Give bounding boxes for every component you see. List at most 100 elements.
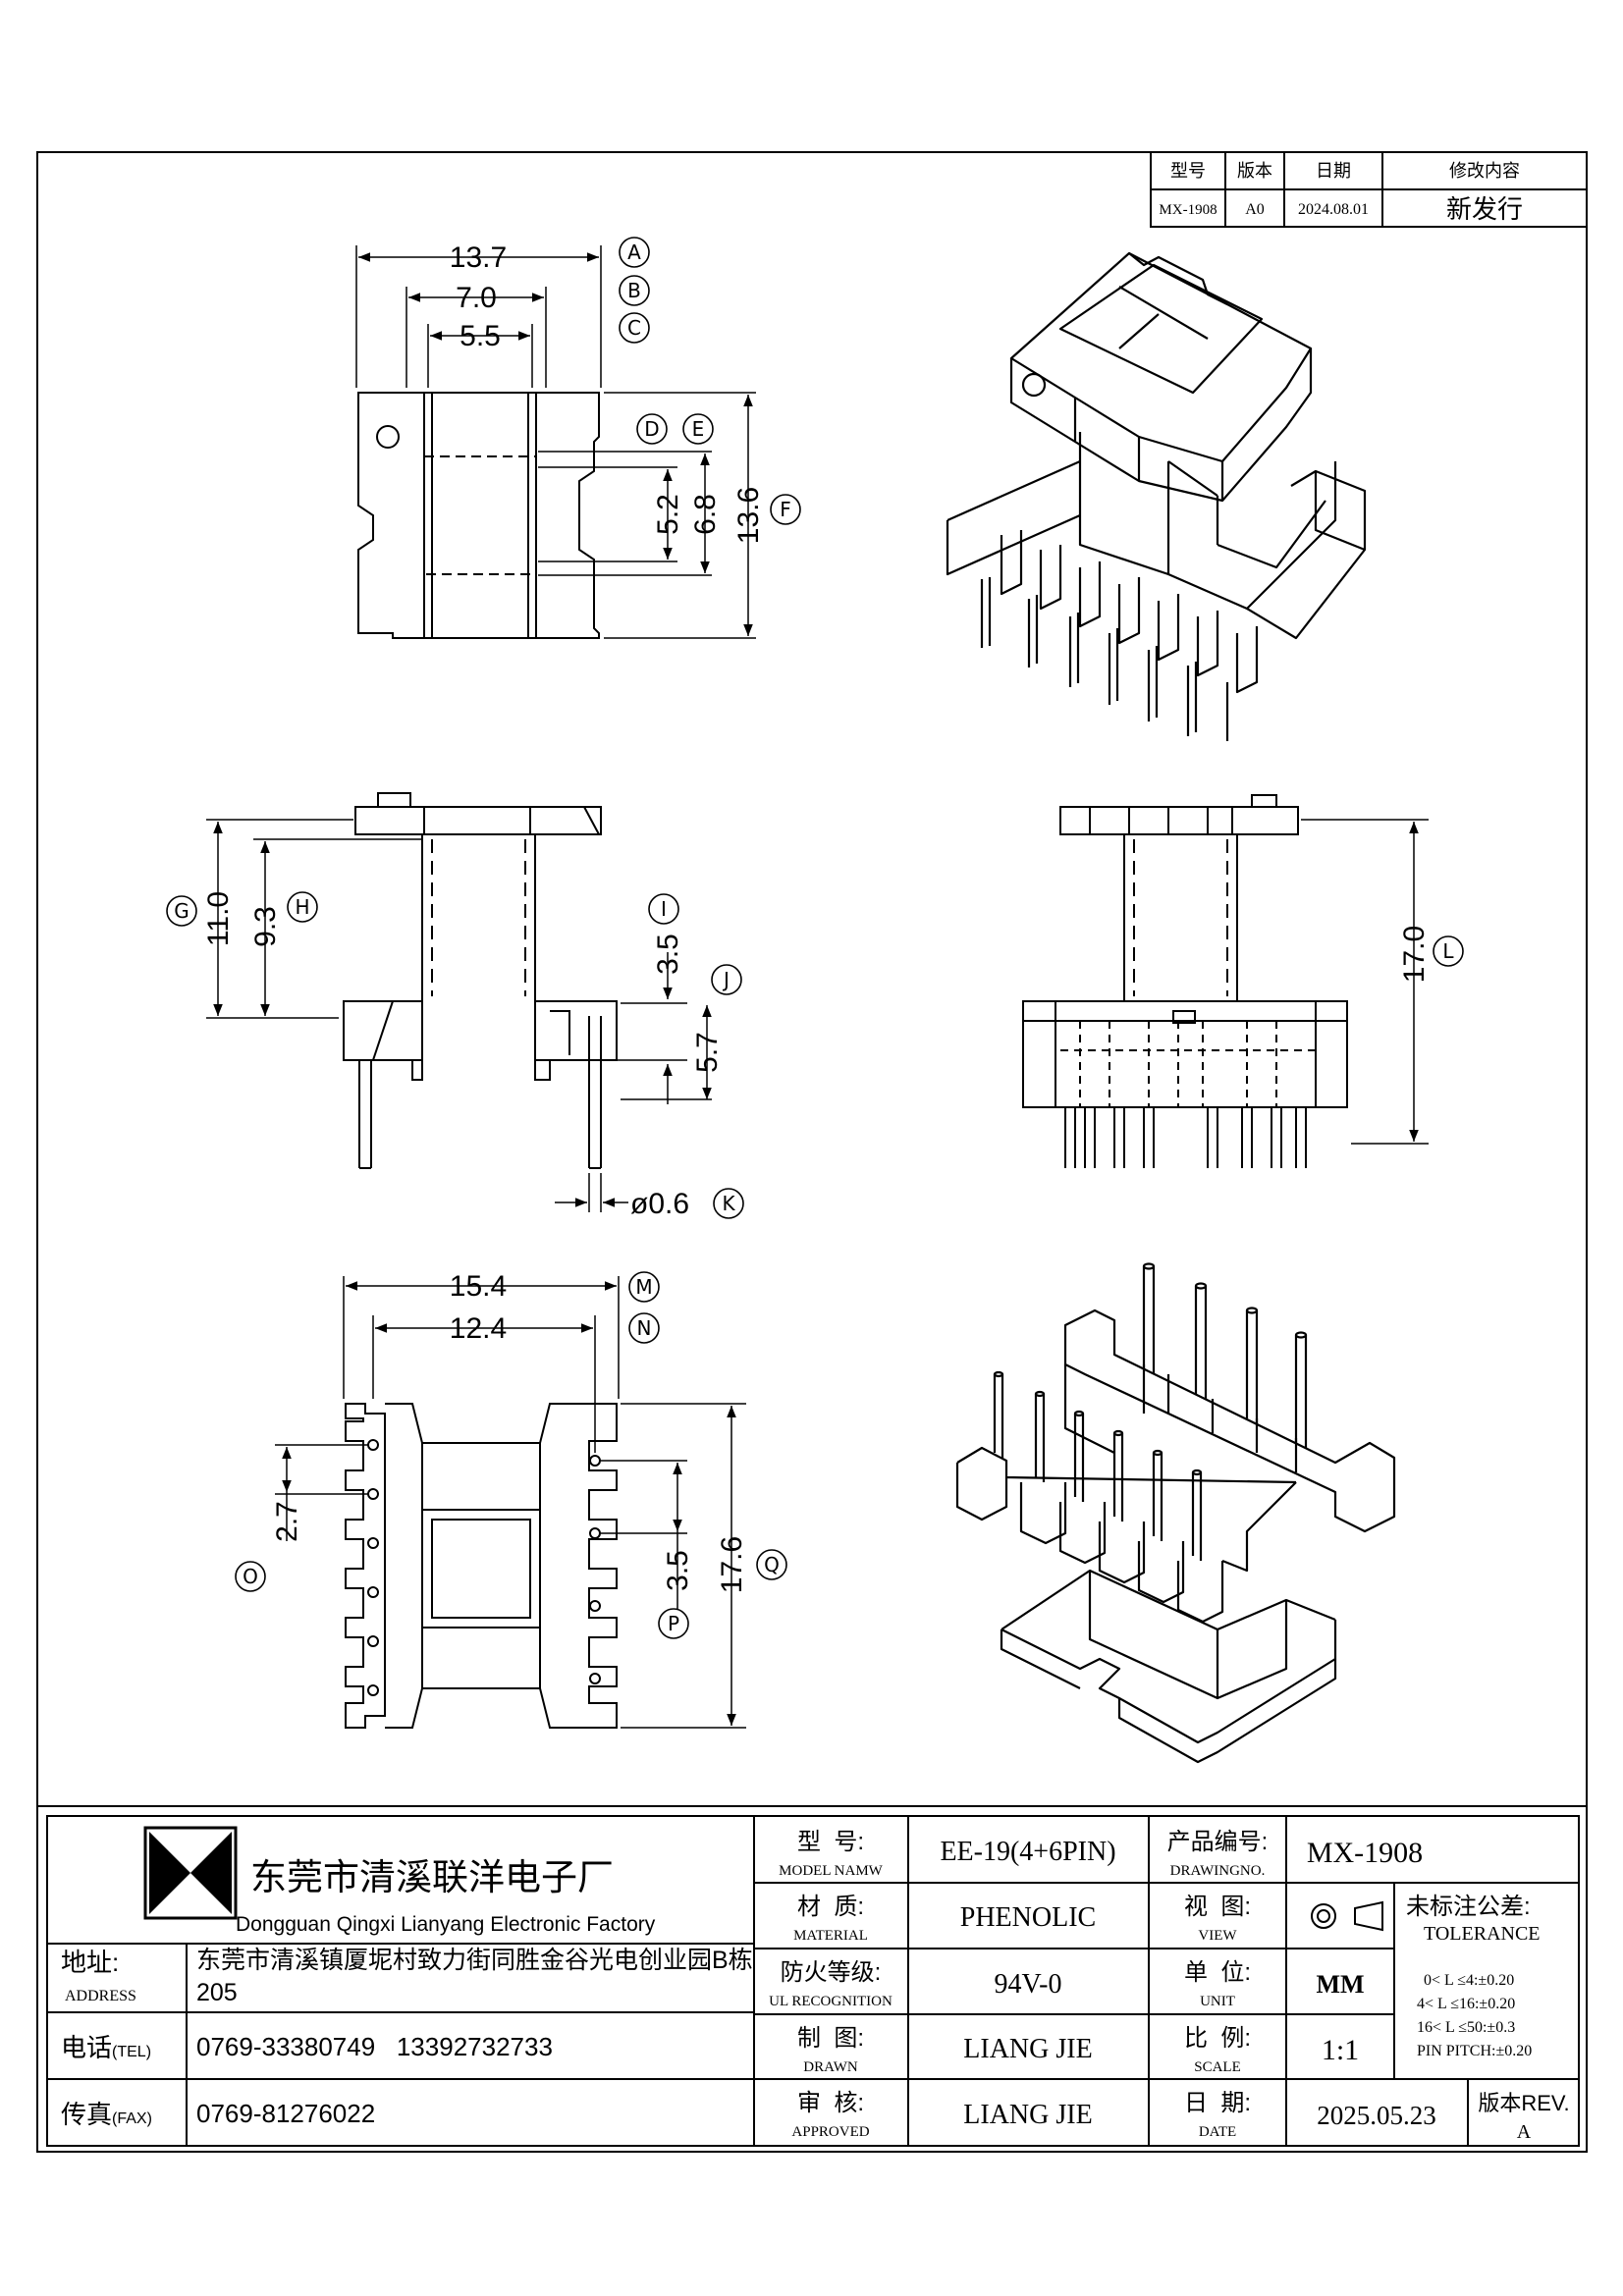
dim-h-value: 9.3 bbox=[249, 906, 282, 947]
dim-c-value: 5.5 bbox=[460, 320, 501, 352]
ul-label: 防火等级: bbox=[781, 1959, 882, 1986]
drawing-no-value: MX-1908 bbox=[1307, 1837, 1423, 1869]
rev-label: 版本REV. bbox=[1478, 2091, 1569, 2115]
tolerance-en: TOLERANCE bbox=[1424, 1923, 1541, 1945]
approved-label-en: APPROVED bbox=[791, 2124, 869, 2140]
marker-o: O bbox=[243, 1565, 258, 1588]
tolerance-line-3: 16< L ≤50:±0.3 bbox=[1417, 2019, 1515, 2036]
drawing-no-label-en: DRAWINGNO. bbox=[1170, 1863, 1266, 1879]
marker-circle-i bbox=[648, 893, 679, 925]
marker-circle-j bbox=[711, 964, 742, 995]
iso-view-bottom bbox=[955, 1262, 1396, 1764]
address-line-1: 东莞市清溪镇厦坭村致力街同胜金谷光电创业园B栋 bbox=[196, 1947, 753, 1974]
marker-circle-f bbox=[770, 494, 801, 525]
drawn-label: 制 图: bbox=[797, 2025, 864, 2052]
marker-circle-b bbox=[619, 275, 650, 306]
tolerance-title: 未标注公差: bbox=[1406, 1894, 1531, 1920]
drawn-label-en: DRAWN bbox=[803, 2059, 858, 2075]
date-label-en: DATE bbox=[1199, 2124, 1236, 2140]
address-label-en: ADDRESS bbox=[65, 1988, 136, 2004]
marker-circle-l bbox=[1433, 935, 1464, 967]
dim-p-value: 3.5 bbox=[662, 1550, 694, 1591]
marker-d: D bbox=[644, 417, 659, 441]
tolerance-line-2: 4< L ≤16:±0.20 bbox=[1417, 1996, 1515, 2012]
marker-circle-p bbox=[658, 1608, 689, 1639]
side-view bbox=[1022, 794, 1348, 1168]
unit-label: 单 位: bbox=[1184, 1959, 1251, 1986]
marker-circle-a bbox=[619, 237, 650, 268]
ul-label-en: UL RECOGNITION bbox=[769, 1994, 893, 2009]
rev-date: 2024.08.01 bbox=[1298, 201, 1369, 218]
marker-circle-m bbox=[628, 1271, 660, 1303]
dim-q-value: 17.6 bbox=[716, 1536, 748, 1593]
fax-label: 传真(FAX) bbox=[61, 2100, 152, 2129]
marker-i: I bbox=[661, 897, 667, 921]
scale-label-en: SCALE bbox=[1194, 2059, 1241, 2075]
marker-circle-e bbox=[682, 413, 714, 445]
marker-n: N bbox=[637, 1316, 652, 1340]
marker-k: K bbox=[722, 1192, 735, 1215]
marker-j: J bbox=[722, 968, 730, 991]
date-value: 2025.05.23 bbox=[1317, 2101, 1436, 2130]
material-value: PHENOLIC bbox=[960, 1902, 1096, 1933]
marker-circle-n bbox=[628, 1312, 660, 1344]
marker-a: A bbox=[627, 240, 641, 264]
material-label-en: MATERIAL bbox=[793, 1928, 868, 1944]
marker-p: P bbox=[668, 1612, 679, 1635]
rev-version: A0 bbox=[1245, 201, 1265, 218]
rev-change: 新发行 bbox=[1446, 194, 1523, 224]
dim-j-value: 5.7 bbox=[691, 1032, 724, 1073]
address-label: 地址: bbox=[61, 1948, 119, 1977]
company-logo bbox=[143, 1826, 238, 1920]
top-view bbox=[357, 392, 600, 639]
marker-circle-q bbox=[756, 1549, 787, 1580]
tolerance-line-1: 0< L ≤4:±0.20 bbox=[1424, 1972, 1514, 1989]
view-label-en: VIEW bbox=[1198, 1928, 1237, 1944]
marker-q: Q bbox=[764, 1553, 780, 1576]
model-label-en: MODEL NAMW bbox=[779, 1863, 884, 1879]
marker-h: H bbox=[295, 895, 309, 919]
unit-label-en: UNIT bbox=[1200, 1994, 1235, 2009]
marker-circle-c bbox=[619, 312, 650, 344]
scale-value: 1:1 bbox=[1322, 2034, 1359, 2066]
revision-table bbox=[1150, 151, 1588, 228]
scale-label: 比 例: bbox=[1184, 2025, 1251, 2052]
dim-e-value: 6.8 bbox=[689, 494, 722, 535]
marker-circle-o bbox=[235, 1561, 266, 1592]
marker-e: E bbox=[692, 417, 705, 441]
date-label: 日 期: bbox=[1184, 2090, 1251, 2116]
address-line-2: 205 bbox=[196, 1979, 238, 2006]
tel-value: 0769-33380749 13392732733 bbox=[196, 2032, 553, 2061]
unit-value: MM bbox=[1316, 1970, 1364, 1999]
model-value: EE-19(4+6PIN) bbox=[940, 1837, 1115, 1867]
drawn-value: LIANG JIE bbox=[963, 2034, 1092, 2064]
marker-c: C bbox=[627, 316, 641, 340]
rev-model: MX-1908 bbox=[1159, 202, 1217, 218]
dim-b-value: 7.0 bbox=[456, 282, 497, 314]
dim-f-value: 13.6 bbox=[732, 487, 765, 544]
view-label: 视 图: bbox=[1184, 1894, 1251, 1920]
marker-circle-d bbox=[636, 413, 668, 445]
marker-circle-g bbox=[166, 895, 197, 927]
marker-circle-h bbox=[287, 891, 318, 923]
dim-m-value: 15.4 bbox=[450, 1270, 507, 1303]
marker-g: G bbox=[174, 899, 189, 923]
marker-m: M bbox=[635, 1275, 652, 1299]
rev-header-date: 日期 bbox=[1316, 161, 1351, 181]
model-label: 型 号: bbox=[797, 1829, 864, 1855]
tolerance-line-4: PIN PITCH:±0.20 bbox=[1417, 2043, 1532, 2059]
rev-header-model: 型号 bbox=[1170, 161, 1206, 181]
dim-k-value: ø0.6 bbox=[630, 1188, 689, 1220]
company-name-cn: 东莞市清溪联洋电子厂 bbox=[250, 1857, 614, 1897]
dim-o-value: 2.7 bbox=[271, 1501, 303, 1542]
bottom-view bbox=[345, 1403, 618, 1729]
marker-l: L bbox=[1442, 939, 1454, 963]
dim-d-value: 5.2 bbox=[652, 494, 684, 535]
ul-value: 94V-0 bbox=[995, 1969, 1062, 2000]
approved-value: LIANG JIE bbox=[963, 2100, 1092, 2130]
front-view bbox=[343, 792, 618, 1169]
dim-a-value: 13.7 bbox=[450, 241, 507, 274]
material-label: 材 质: bbox=[797, 1894, 864, 1920]
